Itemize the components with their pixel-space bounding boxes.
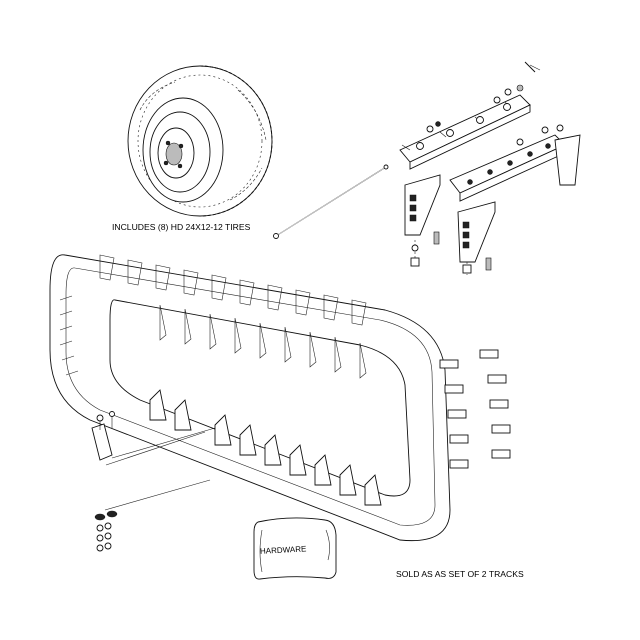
axle-bracket-upper xyxy=(399,61,541,170)
mounting-block-left xyxy=(404,174,441,267)
tire-label: INCLUDES (8) HD 24X12-12 TIRES xyxy=(112,222,251,232)
mounting-block-right xyxy=(457,201,496,275)
track-set-label: SOLD AS AS SET OF 2 TRACKS xyxy=(396,569,524,579)
axle-rod xyxy=(273,164,389,239)
hardware-bag-label: HARDWARE xyxy=(260,544,307,555)
track-guide-bracket xyxy=(91,411,216,466)
tire-illustration xyxy=(127,65,273,217)
nut-washer-stack xyxy=(94,479,211,552)
hardware-bag xyxy=(253,517,337,580)
axle-bracket-lower xyxy=(449,124,581,202)
rubber-track xyxy=(49,254,511,542)
